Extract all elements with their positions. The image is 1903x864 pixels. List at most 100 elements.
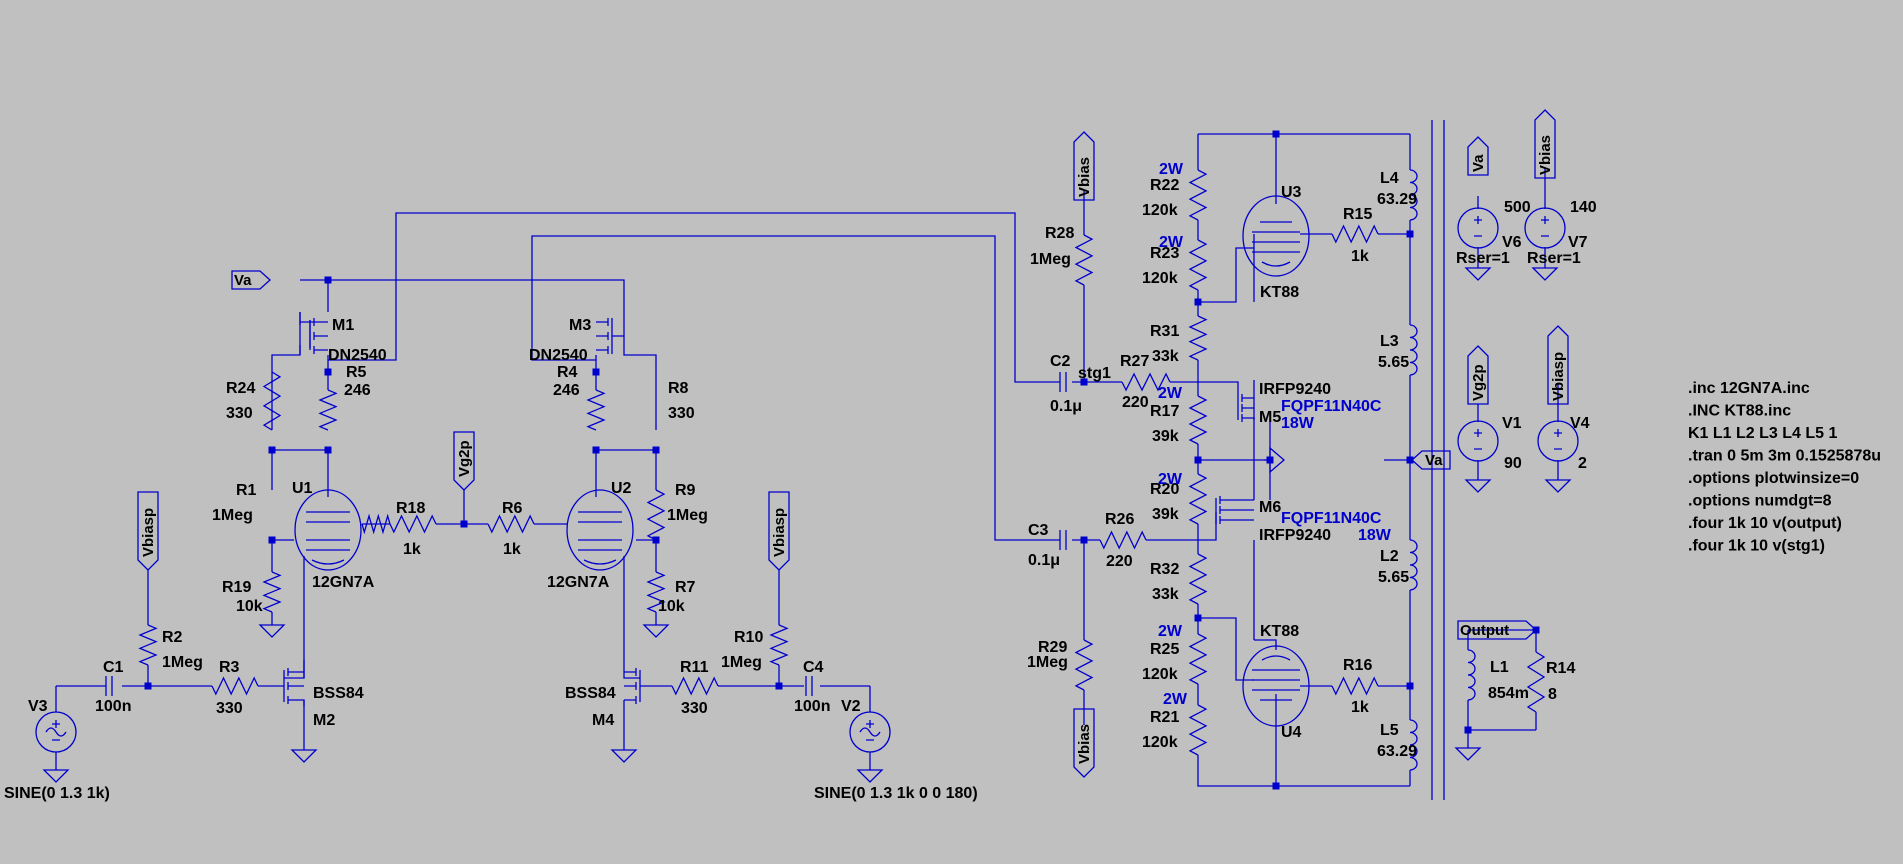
wires [55, 120, 1559, 800]
resistor-vertical [646, 571, 666, 613]
directive-line[interactable]: .INC KT88.inc [1688, 403, 1791, 420]
directive-line[interactable]: .four 1k 10 v(output) [1688, 515, 1842, 532]
label-c1v: 100n [95, 698, 131, 715]
flag-vbiasp_src: Vbiasp [1550, 352, 1567, 401]
label-v4v: 2 [1578, 455, 1587, 472]
directive-line[interactable]: .four 1k 10 v(stg1) [1688, 538, 1825, 555]
c2-symbol [1059, 372, 1067, 392]
junction-dot [268, 446, 276, 454]
resistor-vertical [318, 389, 338, 431]
junction-dot [460, 520, 468, 528]
label-c3v: 0.1μ [1028, 552, 1060, 569]
label-v7: V7 [1568, 234, 1588, 251]
label-v7r: Rser=1 [1527, 250, 1581, 267]
attr-w25: 2W [1158, 623, 1183, 640]
label-r18: R18 [396, 500, 425, 517]
resistor-vertical [1188, 553, 1208, 605]
voltage-source [1457, 207, 1499, 249]
directive-line[interactable]: .tran 0 5m 3m 0.1525878u [1688, 448, 1881, 465]
label-stg1: stg1 [1078, 365, 1111, 382]
label-r7v: 10k [658, 598, 685, 615]
label-v6r: Rser=1 [1456, 250, 1510, 267]
ground-symbol [290, 749, 318, 763]
inductor-coil [1409, 324, 1418, 376]
junction-dot [1194, 614, 1202, 622]
junction-dot [1266, 456, 1274, 464]
junction-dot [324, 276, 332, 284]
junction-dots [144, 130, 1540, 790]
flag-vbiasp_r-shape [768, 491, 790, 571]
attr-w21: 2W [1163, 691, 1188, 708]
m5-symbol [1237, 394, 1255, 422]
label-c4: C4 [803, 659, 824, 676]
resistor-horizontal [1331, 676, 1379, 696]
label-u2v: 12GN7A [547, 574, 610, 591]
resistor-vertical [138, 624, 158, 666]
label-r5: R5 [346, 364, 367, 381]
label-r28v: 1Meg [1030, 251, 1071, 268]
directive-line[interactable]: .inc 12GN7A.inc [1688, 380, 1810, 397]
label-l5v: 63.29 [1377, 743, 1417, 760]
spice-directives[interactable]: .inc 12GN7A.inc .INC KT88.inc K1 L1 L2 L3 … [1688, 380, 1881, 555]
label-c4v: 100n [794, 698, 830, 715]
c4-symbol [805, 676, 813, 696]
ground-symbol [1454, 747, 1482, 761]
label-r21v: 120k [1142, 734, 1178, 751]
directive-line[interactable]: .options plotwinsize=0 [1688, 470, 1859, 487]
label-r24: R24 [226, 380, 255, 397]
resistor-horizontal [1121, 372, 1171, 392]
directive-line[interactable]: K1 L1 L2 L3 L4 L5 1 [1688, 425, 1837, 442]
flag-vg2p_mid-shape [453, 431, 475, 491]
label-c3: C3 [1028, 522, 1049, 539]
resistor-vertical [646, 489, 666, 541]
junction-dot [1406, 456, 1414, 464]
label-r32: R32 [1150, 561, 1179, 578]
label-r23: R23 [1150, 245, 1179, 262]
label-r8v: 330 [668, 405, 695, 422]
label-v2v: SINE(0 1.3 1k 0 0 180) [814, 785, 978, 802]
flag-output-shape [1457, 620, 1537, 640]
label-m1v: DN2540 [328, 347, 387, 364]
junction-dot [592, 368, 600, 376]
label-r31: R31 [1150, 323, 1179, 340]
c1-symbol [105, 676, 113, 696]
junction-dot [652, 536, 660, 544]
resistor-vertical [1188, 473, 1208, 525]
attr-w20: 2W [1158, 471, 1183, 488]
label-l1v: 854m [1488, 685, 1529, 702]
label-c2v: 0.1μ [1050, 398, 1082, 415]
label-u3v: KT88 [1260, 284, 1299, 301]
ground-symbol [610, 749, 638, 763]
resistor-vertical [262, 571, 282, 613]
junction-dot [1272, 130, 1280, 138]
flag-va1-shape [231, 270, 271, 290]
label-u1v: 12GN7A [312, 574, 375, 591]
ground-symbol [258, 624, 286, 638]
label-m6: M6 [1259, 499, 1281, 516]
resistor-vertical [586, 389, 606, 431]
flag-va_src-shape [1467, 136, 1489, 176]
label-r3: R3 [219, 659, 240, 676]
label-r2: R2 [162, 629, 183, 646]
junction-dot [324, 446, 332, 454]
label-u4: U4 [1281, 724, 1302, 741]
source-polarity [866, 720, 874, 741]
attr-w23: 2W [1159, 234, 1184, 251]
attr-m5w: 18W [1281, 415, 1315, 432]
label-r29: R29 [1038, 639, 1067, 656]
label-l3v: 5.65 [1378, 354, 1409, 371]
label-v2: V2 [841, 698, 861, 715]
source-polarity [1541, 216, 1549, 237]
label-r23v: 120k [1142, 270, 1178, 287]
label-r7: R7 [675, 579, 696, 596]
label-r20v: 39k [1152, 506, 1179, 523]
junction-dot [592, 446, 600, 454]
label-v7v: 140 [1570, 199, 1597, 216]
label-m3: M3 [569, 317, 591, 334]
directive-line[interactable]: .options numdgt=8 [1688, 493, 1832, 510]
label-r22: R22 [1150, 177, 1179, 194]
label-r27: R27 [1120, 353, 1149, 370]
attr-w17: 2W [1158, 385, 1183, 402]
flag-vbias_top-shape [1073, 131, 1095, 201]
